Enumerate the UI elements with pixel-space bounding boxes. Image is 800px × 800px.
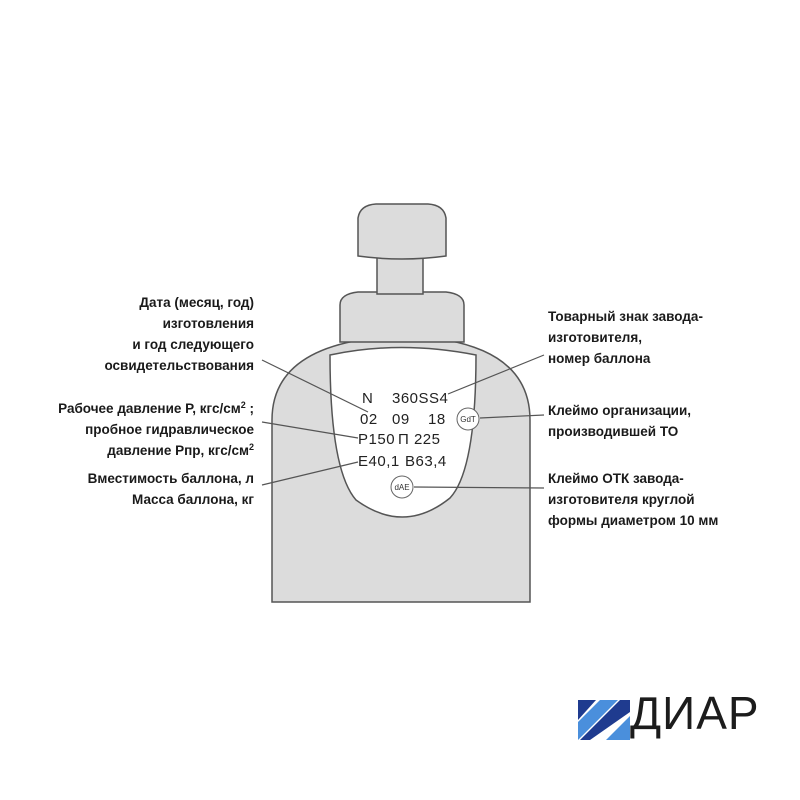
diar-logo-mark bbox=[578, 700, 630, 740]
valve-stem bbox=[376, 255, 424, 295]
leader-line-trademark bbox=[447, 354, 545, 395]
diar-logo-text: ДИАР bbox=[630, 687, 760, 739]
stamp-month: 02 bbox=[360, 411, 378, 428]
gdt-stamp-circle bbox=[456, 407, 480, 431]
stamp-serial: 360SS4 bbox=[392, 390, 448, 407]
stamp-year: 09 bbox=[392, 411, 410, 428]
stamp-mass: В63,4 bbox=[405, 453, 447, 470]
leader-line-org-stamp bbox=[479, 414, 545, 419]
cylinder-collar bbox=[339, 291, 465, 343]
stamp-test-pressure: П 225 bbox=[398, 431, 440, 448]
stamp-area bbox=[329, 346, 477, 518]
gdt-stamp-text: GdT bbox=[460, 415, 476, 424]
label-capacity: Вместимость баллона, л Масса баллона, кг bbox=[87, 471, 254, 507]
label-org-stamp: Клеймо организации, производившей ТО bbox=[548, 403, 692, 439]
leader-line-pressure bbox=[261, 421, 359, 439]
stamp-n: N bbox=[362, 390, 373, 407]
label-otk-stamp: Клеймо ОТК завода- изготовителя круглой … bbox=[548, 471, 719, 528]
stamp-working-pressure: Р150 bbox=[358, 431, 395, 448]
stamp-next-year: 18 bbox=[428, 411, 446, 428]
stamp-capacity: Е40,1 bbox=[358, 453, 400, 470]
label-date: Дата (месяц, год) изготовления и год сле… bbox=[104, 295, 254, 373]
label-pressure: Рабочее давление Р, кгс/см2 ; пробное ги… bbox=[58, 400, 254, 459]
leader-line-date bbox=[261, 359, 369, 413]
dae-stamp-circle bbox=[390, 475, 414, 499]
leader-line-otk-stamp bbox=[413, 486, 545, 489]
dae-stamp-text: dAE bbox=[394, 483, 409, 492]
leader-line-capacity bbox=[261, 461, 359, 486]
valve-cap bbox=[357, 203, 447, 260]
label-trademark: Товарный знак завода- изготовителя, номе… bbox=[548, 309, 703, 366]
